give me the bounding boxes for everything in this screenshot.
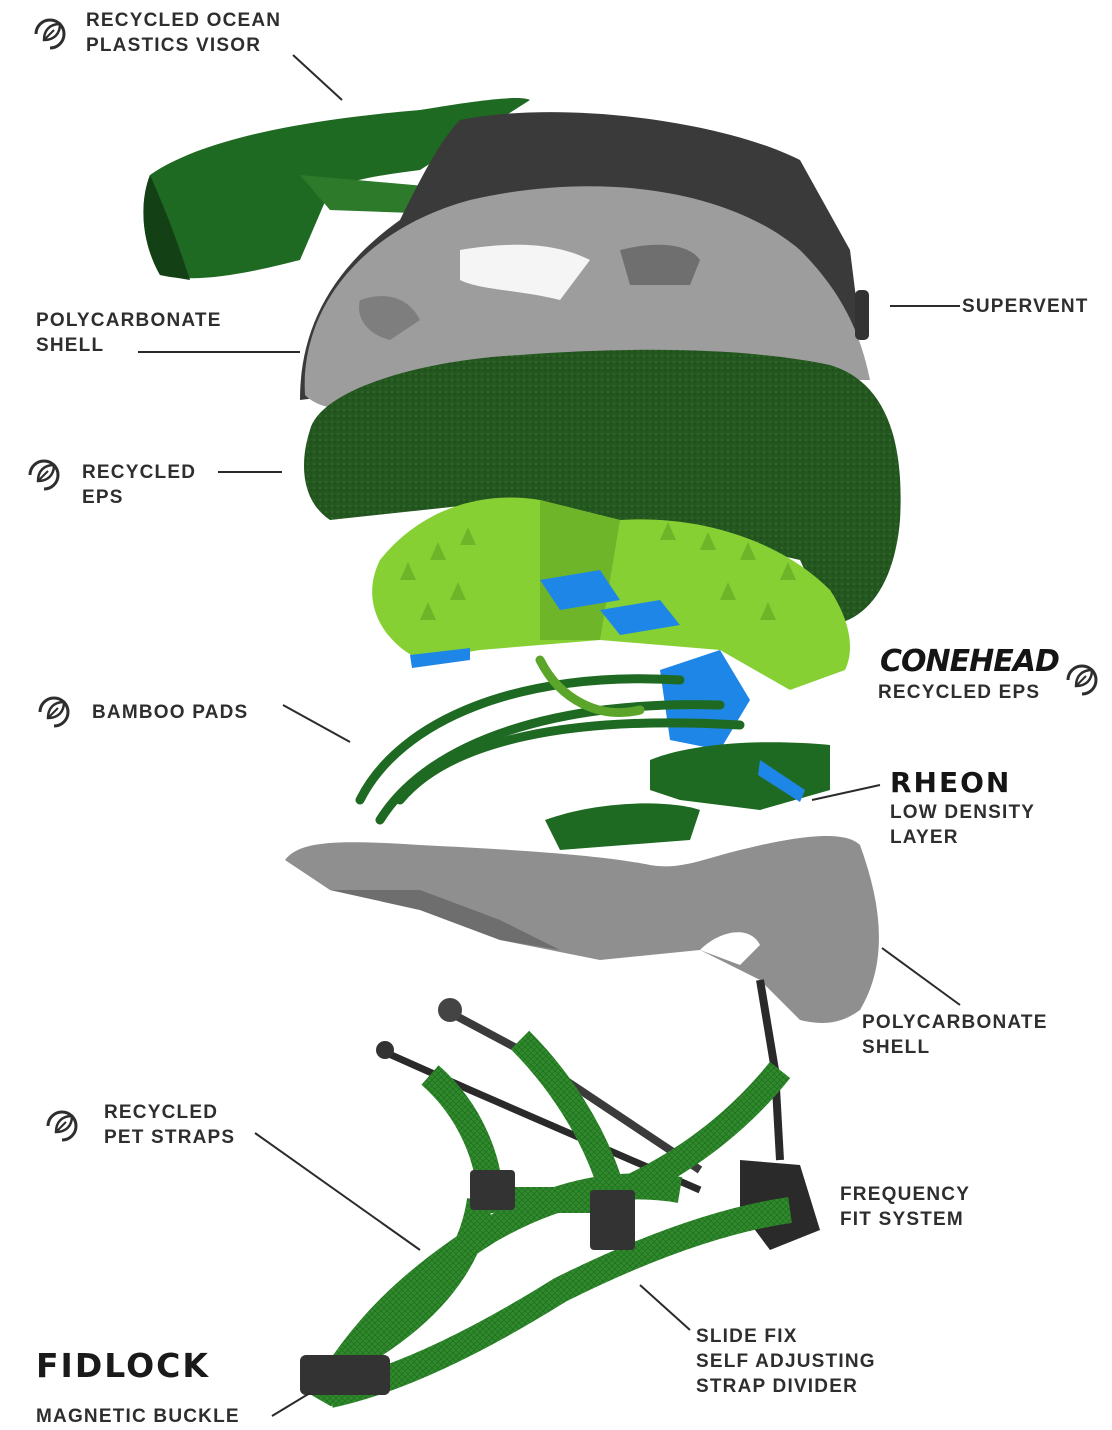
rheon-logo: RHEON xyxy=(890,766,1011,799)
label-shell-bottom-line2: SHELL xyxy=(862,1035,1048,1060)
label-visor: RECYCLED OCEAN PLASTICS VISOR xyxy=(86,8,281,58)
conehead-logo: CONEHEAD xyxy=(880,644,1059,679)
label-slide-line3: STRAP DIVIDER xyxy=(696,1374,876,1399)
label-slide-line1: SLIDE FIX xyxy=(696,1324,876,1349)
recycled-leaf-icon xyxy=(34,690,74,730)
label-shell-top-line1: POLYCARBONATE xyxy=(36,308,222,333)
label-rheon-line2: LAYER xyxy=(890,825,1035,850)
recycled-leaf-icon xyxy=(24,453,64,493)
label-shell-bottom-line1: POLYCARBONATE xyxy=(862,1010,1048,1035)
label-straps-line1: RECYCLED xyxy=(104,1100,235,1125)
label-straps: RECYCLED PET STRAPS xyxy=(104,1100,235,1150)
label-visor-line2: PLASTICS VISOR xyxy=(86,33,281,58)
label-shell-top: POLYCARBONATE SHELL xyxy=(36,308,222,358)
label-rheon: LOW DENSITY LAYER xyxy=(890,800,1035,850)
label-shell-bottom: POLYCARBONATE SHELL xyxy=(862,1010,1048,1060)
label-eps-line1: RECYCLED xyxy=(82,460,196,485)
label-eps-line2: EPS xyxy=(82,485,196,510)
label-conehead-sub: RECYCLED EPS xyxy=(878,680,1040,705)
rheon-layer-part xyxy=(545,742,830,850)
lower-shell-part xyxy=(285,836,879,1023)
label-fit-line1: FREQUENCY xyxy=(840,1182,970,1207)
label-shell-top-line2: SHELL xyxy=(36,333,222,358)
label-buckle-line1: MAGNETIC BUCKLE xyxy=(36,1404,240,1429)
label-rheon-line1: LOW DENSITY xyxy=(890,800,1035,825)
label-fit: FREQUENCY FIT SYSTEM xyxy=(840,1182,970,1232)
label-supervent-line1: SUPERVENT xyxy=(962,294,1089,319)
label-supervent: SUPERVENT xyxy=(962,294,1089,319)
label-bamboo-line1: BAMBOO PADS xyxy=(92,700,248,725)
label-buckle: MAGNETIC BUCKLE xyxy=(36,1404,240,1429)
fidlock-logo: FIDLOCK xyxy=(36,1346,210,1385)
label-slide-line2: SELF ADJUSTING xyxy=(696,1349,876,1374)
label-eps: RECYCLED EPS xyxy=(82,460,196,510)
recycled-leaf-icon xyxy=(42,1104,82,1144)
label-straps-line2: PET STRAPS xyxy=(104,1125,235,1150)
label-conehead-sub-line1: RECYCLED EPS xyxy=(878,680,1040,705)
label-visor-line1: RECYCLED OCEAN xyxy=(86,8,281,33)
label-slide-fix: SLIDE FIX SELF ADJUSTING STRAP DIVIDER xyxy=(696,1324,876,1399)
recycled-leaf-icon xyxy=(1062,658,1102,698)
recycled-leaf-icon xyxy=(30,12,70,52)
label-fit-line2: FIT SYSTEM xyxy=(840,1207,970,1232)
label-bamboo: BAMBOO PADS xyxy=(92,700,248,725)
